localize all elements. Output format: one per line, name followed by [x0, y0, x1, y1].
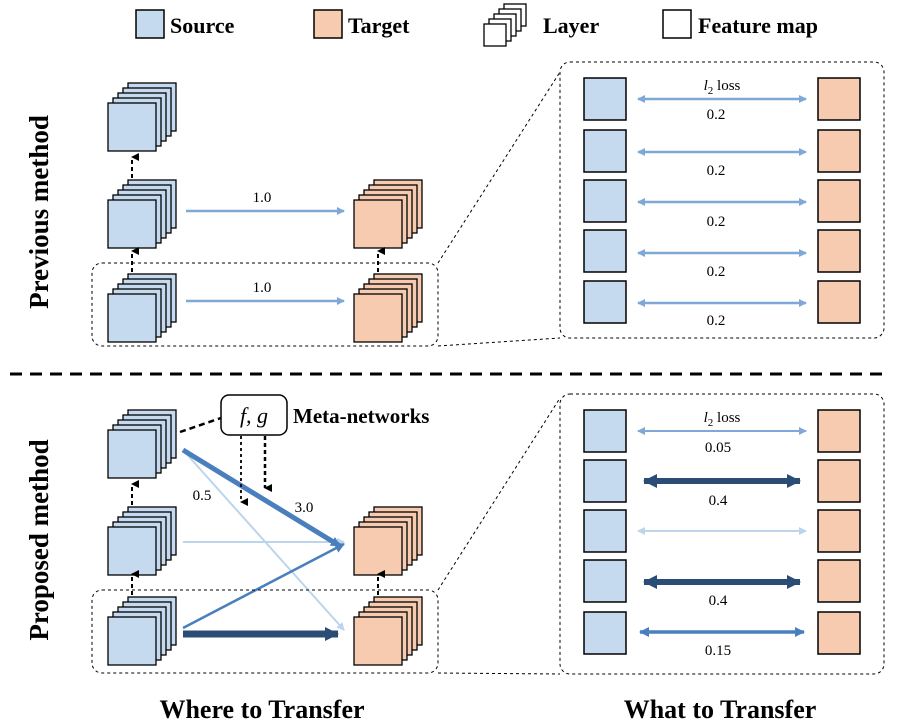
- previous-detail-panel: [559, 61, 885, 339]
- previous-highlight-box: [91, 262, 439, 347]
- previous-target-layer-1: [353, 273, 423, 343]
- previous-source-layer-1: [107, 273, 177, 343]
- previous-weight-2: 1.0: [253, 190, 272, 206]
- proposed-loss-label: l2 loss: [704, 410, 741, 429]
- proposed-method-label: Proposed method: [24, 439, 54, 640]
- meta-network-label: Meta-networks: [293, 404, 429, 428]
- proposed-detail-weight-4: 0.4: [709, 593, 728, 609]
- proposed-source-layer-2: [107, 506, 177, 576]
- previous-detail-weight-4: 0.2: [707, 264, 726, 280]
- footer-where-label: Where to Transfer: [159, 695, 364, 724]
- legend-feature-map-swatch: [662, 9, 692, 39]
- legend-layer-icon: [483, 3, 527, 47]
- previous-source-layer-2: [107, 179, 177, 249]
- legend-target-swatch: [313, 9, 343, 39]
- proposed-transfer-arrow-1-to-2: [182, 542, 345, 630]
- previous-method-label: Previous method: [24, 115, 54, 309]
- proposed-target-layer-2: [353, 506, 423, 576]
- previous-detail-weight-3: 0.2: [707, 214, 726, 230]
- proposed-detail-weight-5: 0.15: [705, 643, 731, 659]
- proposed-transfer-arrow-3-to-1: [182, 449, 345, 631]
- proposed-source-layer-1: [107, 596, 177, 666]
- proposed-transfer-arrow-3-to-2: [181, 447, 342, 549]
- legend-source-swatch: [135, 9, 165, 39]
- previous-loss-label: l2 loss: [704, 78, 741, 97]
- legend-layer-label: Layer: [543, 13, 599, 38]
- proposed-detail-weight-2: 0.4: [709, 493, 728, 509]
- legend: Source Target Layer Feature map: [135, 3, 818, 47]
- proposed-target-layer-1: [353, 596, 423, 666]
- meta-network-link: [179, 416, 222, 434]
- proposed-detail-weight-1: 0.05: [705, 440, 731, 456]
- legend-feature-map-label: Feature map: [698, 13, 818, 38]
- proposed-weight-b: 3.0: [295, 500, 314, 516]
- proposed-detail-panel: [559, 393, 885, 675]
- previous-source-layer-3: [107, 82, 177, 152]
- previous-zoom-line-top: [437, 71, 561, 264]
- footer-what-label: What to Transfer: [624, 695, 817, 724]
- meta-network-box: [220, 394, 288, 436]
- legend-target-label: Target: [348, 13, 410, 38]
- previous-weight-1: 1.0: [253, 280, 272, 296]
- proposed-highlight-box: [91, 589, 439, 674]
- proposed-detail-rows: [583, 409, 861, 655]
- proposed-weight-a: 0.5: [193, 488, 212, 504]
- previous-detail-weight-2: 0.2: [707, 163, 726, 179]
- proposed-source-layer-3: [107, 409, 177, 479]
- previous-detail-weight-1: 0.2: [707, 107, 726, 123]
- previous-detail-rows: [583, 77, 861, 324]
- previous-zoom-line-bottom: [437, 337, 561, 347]
- legend-source-label: Source: [170, 13, 235, 38]
- proposed-zoom-line-top: [437, 397, 561, 591]
- meta-network-symbol: f, g: [240, 403, 268, 428]
- previous-target-layer-2: [353, 179, 423, 249]
- proposed-zoom-line-bottom: [437, 672, 561, 675]
- previous-detail-weight-5: 0.2: [707, 313, 726, 329]
